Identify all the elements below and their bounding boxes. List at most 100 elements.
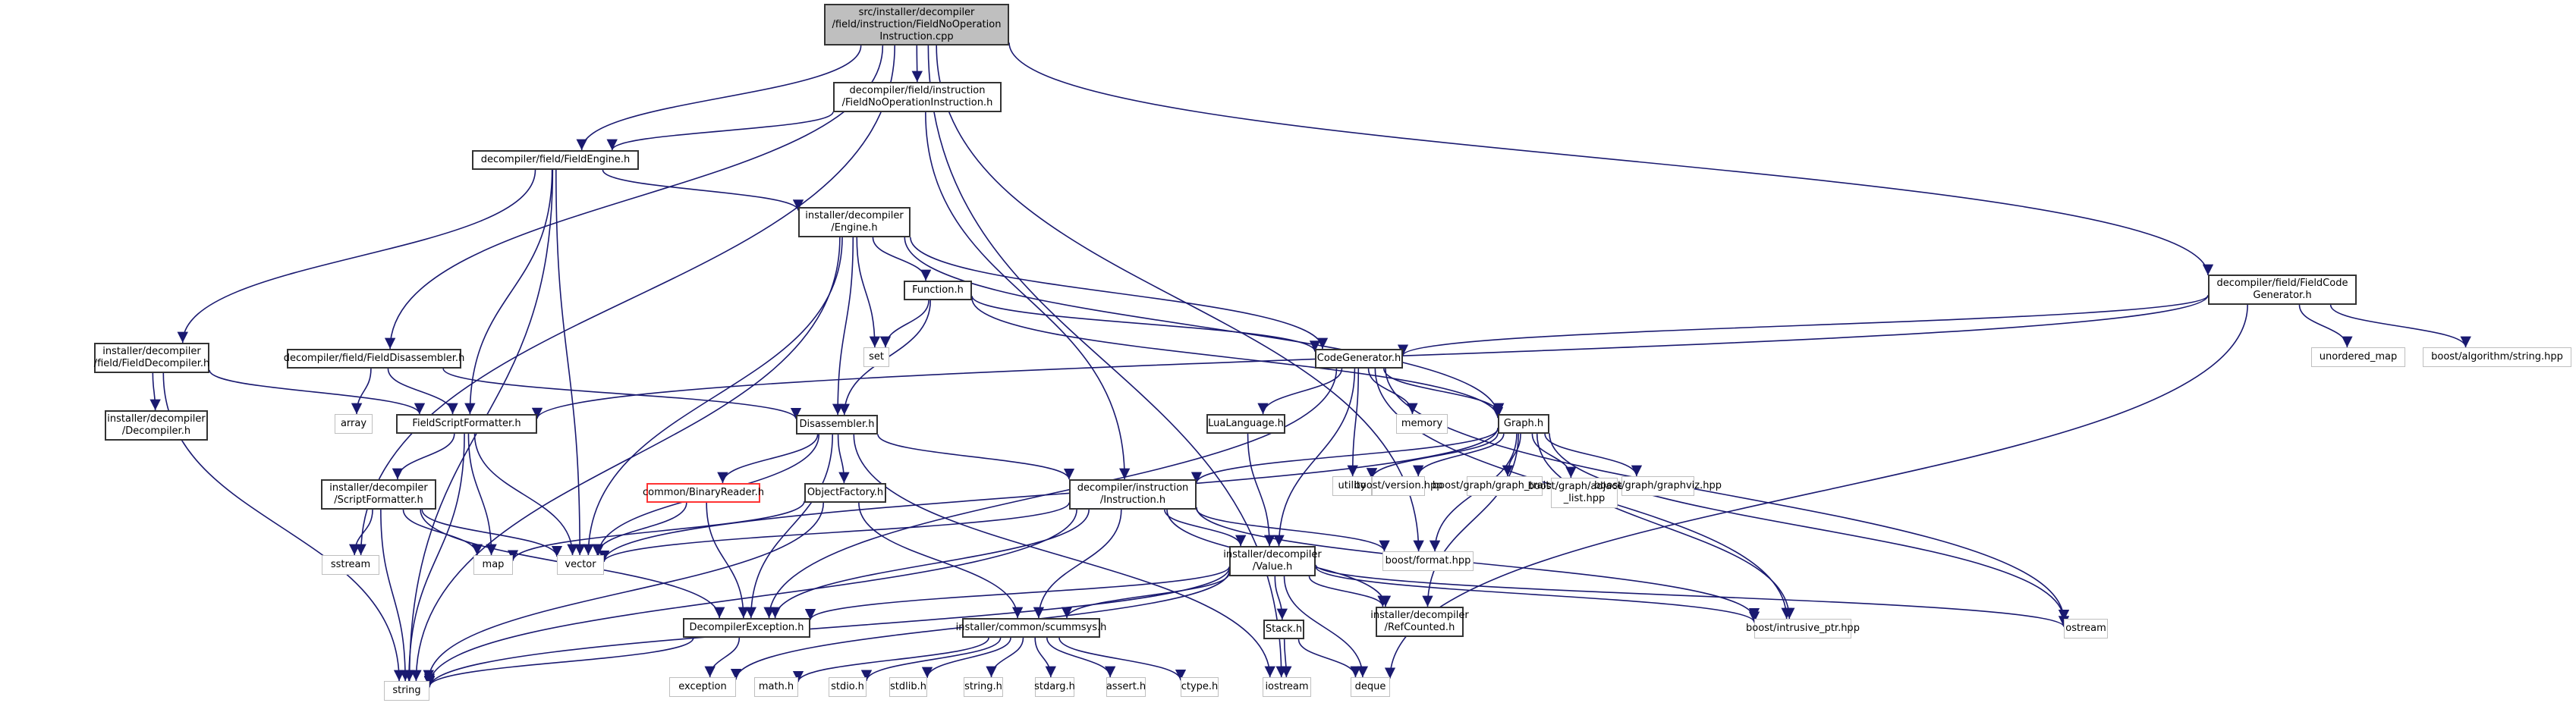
edge-codegen-to-decompexc (763, 368, 1338, 619)
graph-node-graph[interactable]: Graph.h (1498, 414, 1549, 434)
graph-node-binreader[interactable]: common/BinaryReader.h (643, 483, 764, 503)
graph-node-lua[interactable]: LuaLanguage.h (1206, 414, 1285, 434)
edge-value-to-stack (1274, 576, 1288, 620)
edge-disasm-to-binreader (717, 434, 819, 484)
graph-node-set: set (863, 347, 889, 367)
edge-function-to-graph (971, 298, 1504, 419)
edge-graph-to-ostream (1549, 433, 2070, 621)
edge-root-to-fcodegen (1008, 42, 2214, 275)
graph-node-boost_iptr: boost/intrusive_ptr.hpp (1746, 619, 1860, 639)
edge-stack-to-iostream (1281, 639, 1292, 678)
graph-node-assert: assert.h (1106, 677, 1146, 697)
edge-scummsys-to-stdlib (921, 637, 1011, 679)
graph-node-root[interactable]: src/installer/decompiler /field/instruct… (824, 4, 1009, 45)
edge-codegen-to-graph (1383, 368, 1505, 415)
graph-node-utility: utility (1332, 476, 1372, 496)
edge-fdisasm-to-fsf (387, 368, 458, 415)
edge-engine-to-disasm (832, 237, 854, 416)
graph-node-stdlib: stdlib.h (889, 677, 927, 697)
edge-sf-to-string (380, 509, 411, 682)
edge-sf-to-sstream (348, 509, 373, 556)
graph-node-stdarg: stdarg.h (1034, 677, 1075, 697)
graph-node-fdecomp[interactable]: installer/decompiler /field/FieldDecompi… (94, 343, 209, 373)
graph-node-value[interactable]: installer/decompiler /Value.h (1223, 546, 1322, 576)
edge-engine-to-string (410, 237, 841, 682)
graph-node-sstream: sstream (322, 555, 379, 575)
graph-node-fdisasm[interactable]: decompiler/field/FieldDisassembler.h (284, 349, 464, 369)
edge-codegen-to-utility (1347, 368, 1360, 477)
graph-node-ctype: ctype.h (1181, 677, 1219, 697)
edge-stack-to-deque (1297, 639, 1361, 678)
graph-node-exception: exception (669, 677, 736, 697)
edge-value-to-deque (1283, 576, 1369, 678)
edge-value-to-refcounted (1308, 576, 1389, 607)
graph-node-sf[interactable]: installer/decompiler /ScriptFormatter.h (321, 479, 436, 510)
graph-node-boost_gt: boost/graph/graph_traits.hpp (1433, 476, 1577, 496)
edge-root-to-iostream (927, 45, 1287, 678)
edge-decompexc-to-string (423, 637, 694, 687)
edge-graph-to-boost_adj (1531, 433, 1577, 479)
graph-node-deque: deque (1351, 677, 1390, 697)
edge-graph-to-refcounted (1422, 433, 1519, 607)
edge-instruction-to-scummsys (1033, 509, 1122, 619)
edge-graph-to-boost_gt (1502, 433, 1521, 477)
edge-fdisasm-to-array (351, 368, 372, 415)
graph-node-engine[interactable]: installer/decompiler /Engine.h (798, 207, 911, 237)
edge-objfactory-to-string (423, 502, 825, 682)
edge-codegen-to-value (1273, 368, 1356, 547)
edge-disasm-to-decompexc (745, 434, 834, 619)
edge-fsf-to-string (403, 433, 465, 682)
graph-node-string: string (384, 681, 429, 701)
graph-node-memory: memory (1396, 414, 1448, 434)
edge-scummsys-to-math (792, 637, 989, 682)
edge-decompexc-to-exception (704, 637, 741, 678)
edge-graph-to-boost_version (1413, 433, 1505, 477)
edge-sf-to-vector (421, 509, 563, 557)
edge-binreader-to-vector (592, 502, 687, 556)
edge-fnoi-to-instruction (925, 111, 1131, 480)
edge-fengine-to-fsf (464, 169, 553, 415)
graph-node-boost_alg: boost/algorithm/string.hpp (2423, 347, 2571, 367)
edge-fcodegen-to-unordered_map (2298, 304, 2353, 348)
graph-node-math: math.h (754, 677, 798, 697)
edge-binreader-to-decompexc (706, 502, 750, 619)
edge-root-to-boost_format (936, 45, 1424, 552)
edge-disasm-to-iostream (853, 434, 1275, 678)
edge-objfactory-to-scummsys (858, 502, 1024, 619)
graph-node-unordered_map: unordered_map (2311, 347, 2405, 367)
graph-node-function[interactable]: Function.h (904, 281, 972, 300)
graph-node-objfactory[interactable]: ObjectFactory.h (804, 483, 886, 503)
graph-node-codegen[interactable]: CodeGenerator.h (1315, 349, 1403, 369)
graph-node-fcodegen[interactable]: decompiler/field/FieldCode Generator.h (2208, 275, 2357, 305)
graph-node-fengine[interactable]: decompiler/field/FieldEngine.h (472, 150, 639, 170)
edge-fengine-to-vector (555, 169, 586, 556)
edge-fsf-to-vector (473, 433, 578, 556)
graph-node-decompexc[interactable]: DecompilerException.h (683, 618, 810, 638)
edge-disasm-to-objfactory (837, 434, 850, 484)
graph-node-string_h: string.h (964, 677, 1003, 697)
edge-fsf-to-map (467, 433, 497, 556)
graph-node-disasm[interactable]: Disassembler.h (796, 415, 878, 435)
edge-lua-to-value (1247, 433, 1275, 547)
graph-node-refcounted[interactable]: installer/decompiler /RefCounted.h (1370, 607, 1469, 637)
graph-node-stack[interactable]: Stack.h (1263, 620, 1304, 639)
edge-disasm-to-instruction (877, 434, 1075, 480)
graph-node-instruction[interactable]: decompiler/instruction /Instruction.h (1069, 479, 1197, 510)
graph-node-fsf[interactable]: FieldScriptFormatter.h (396, 414, 537, 434)
edge-instruction-to-vector (599, 502, 1070, 563)
edge-fdisasm-to-disasm (442, 368, 801, 419)
graph-node-array: array (335, 414, 373, 434)
edge-instruction-to-boost_iptr (1196, 507, 1760, 620)
edge-fcodegen-to-boost_alg (2329, 304, 2471, 348)
graph-node-decomp[interactable]: installer/decompiler /Decompiler.h (105, 410, 208, 441)
graph-node-fnoi[interactable]: decompiler/field/instruction /FieldNoOpe… (833, 82, 1002, 112)
graph-node-scummsys[interactable]: installer/common/scummsys.h (956, 618, 1106, 638)
edge-engine-to-set (856, 237, 881, 348)
edge-root-to-fdisasm (384, 45, 884, 350)
edge-value-to-boost_iptr (1315, 566, 1760, 623)
edge-fnoi-to-fengine (606, 111, 834, 151)
graph-node-boost_version: boost/version.hpp (1354, 476, 1442, 496)
edge-fdecomp-to-fsf (209, 369, 426, 415)
edge-objfactory-to-map (507, 500, 805, 561)
